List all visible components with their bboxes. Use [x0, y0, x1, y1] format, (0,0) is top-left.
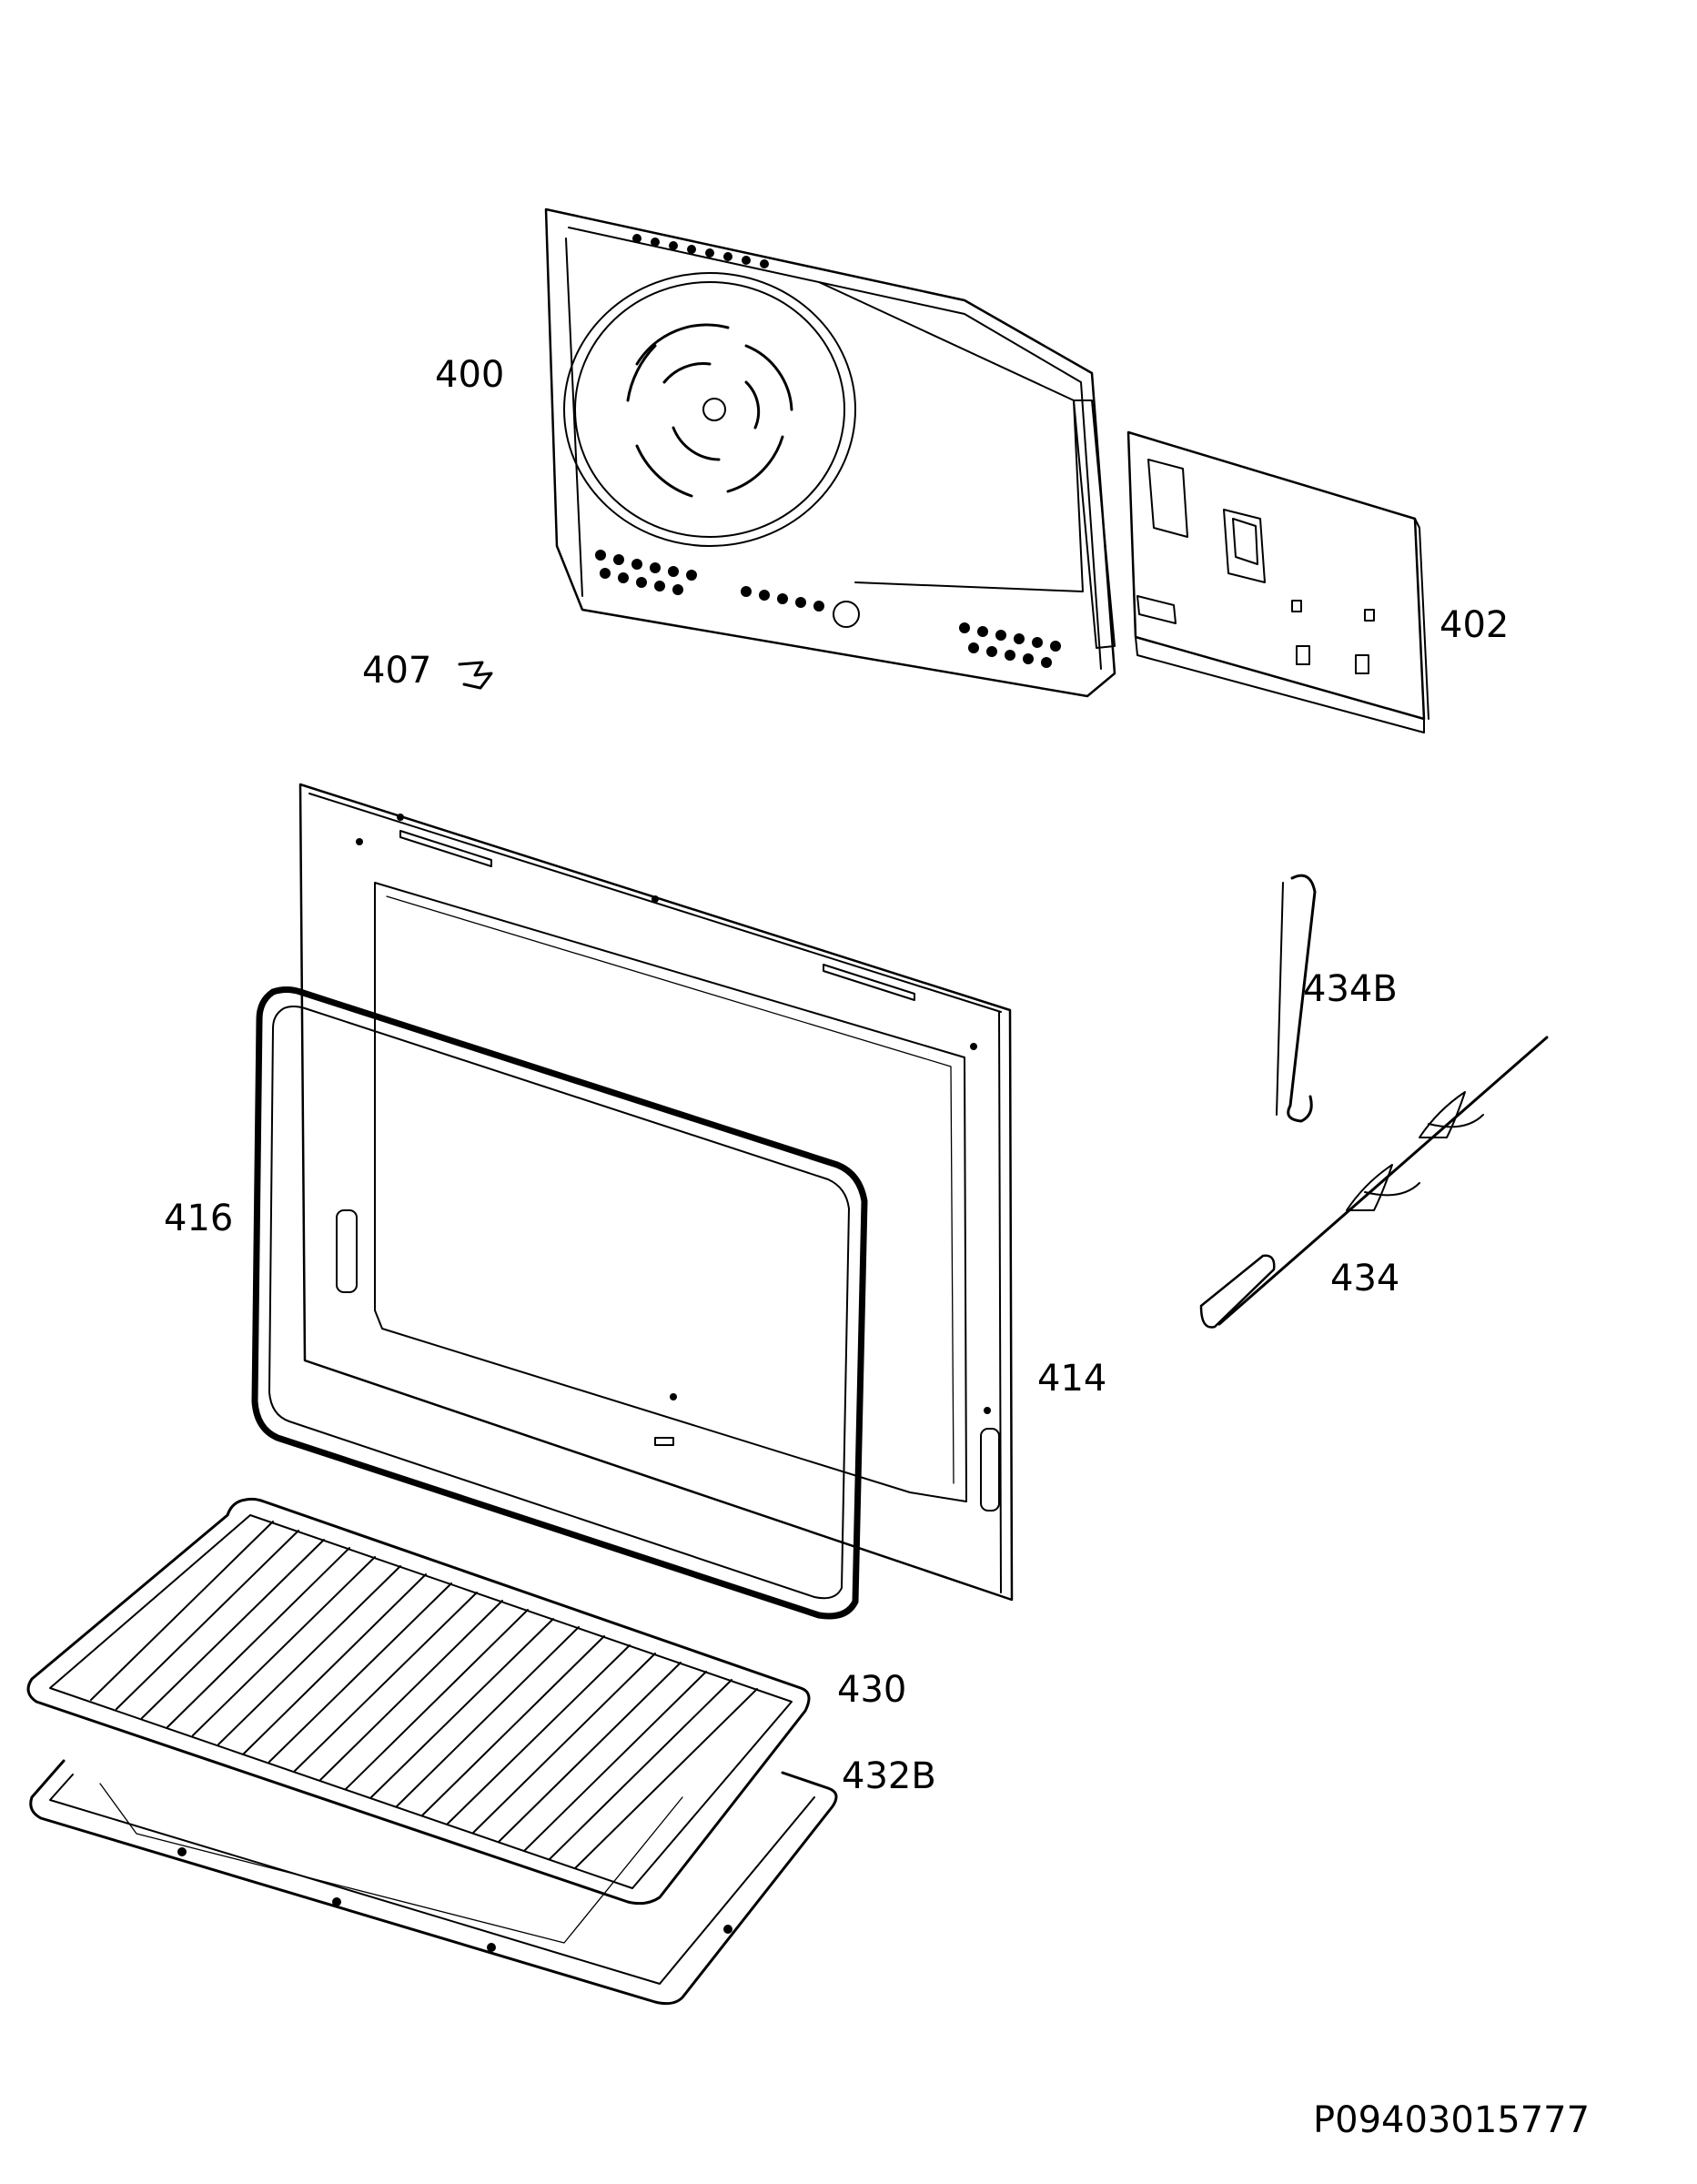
part-416-door-gasket	[251, 986, 868, 1620]
part-414-door-frame	[298, 783, 1014, 1602]
part-label-407: 407	[362, 650, 431, 692]
part-400-fan-cover	[544, 207, 1116, 698]
part-430-wire-shelf	[26, 1497, 811, 1906]
part-label-402: 402	[1439, 604, 1509, 646]
part-label-400: 400	[435, 354, 504, 396]
part-434b-hook-rod	[1276, 874, 1317, 1123]
part-label-432b: 432B	[842, 1755, 936, 1797]
part-label-430: 430	[837, 1669, 906, 1711]
part-432b-tray	[29, 1759, 838, 2006]
part-label-434: 434	[1330, 1258, 1399, 1299]
part-434-rotisserie-spit	[1199, 1036, 1549, 1329]
part-407-clip	[458, 661, 493, 690]
document-code: P09403015777	[1313, 2099, 1590, 2141]
part-label-434b: 434B	[1303, 968, 1398, 1010]
part-label-416: 416	[164, 1198, 233, 1239]
part-label-414: 414	[1037, 1358, 1106, 1400]
part-402-rear-panel	[1126, 430, 1429, 733]
